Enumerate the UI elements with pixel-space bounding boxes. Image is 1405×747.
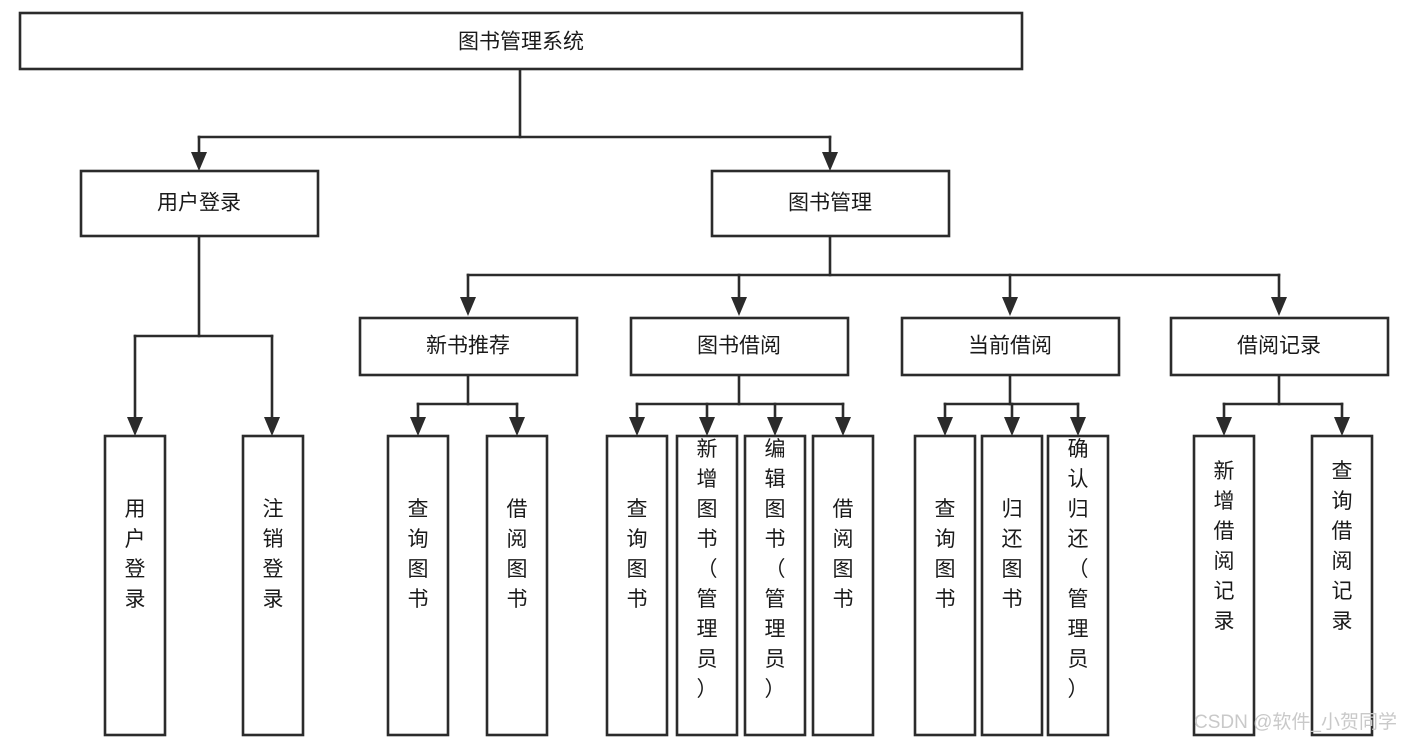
- node-leaf-logout[interactable]: 注销登录: [241, 434, 305, 737]
- node-new-book-recommend-box: [358, 316, 579, 377]
- node-leaf-box: [913, 434, 977, 737]
- node-leaf-add-book-admin[interactable]: 新增图书（管理员）: [675, 434, 739, 737]
- node-leaf-box: [241, 434, 305, 737]
- node-current-borrow-box: [900, 316, 1121, 377]
- arrow-head-icon: [731, 297, 747, 316]
- arrow-head-icon: [191, 152, 207, 171]
- node-leaf-label: 借阅图书: [507, 498, 528, 611]
- node-root-book-management-system[interactable]: 图书管理系统: [18, 11, 1024, 71]
- node-leaf-box: [386, 434, 450, 737]
- node-leaf-label: 归还图书: [1002, 498, 1023, 611]
- csdn-watermark: CSDN @软件_小贺同学: [1194, 711, 1397, 733]
- node-leaf-confirm-return-admin[interactable]: 确认归还（管理员）: [1046, 434, 1110, 737]
- node-leaf-query-book-borrow[interactable]: 查询图书: [605, 434, 669, 737]
- node-leaf-label: 查询图书: [408, 498, 429, 611]
- node-leaf-label: 查询借阅记录: [1332, 460, 1353, 633]
- node-leaf-box: [811, 434, 875, 737]
- arrow-head-icon: [937, 417, 953, 436]
- node-leaf-box: [485, 434, 549, 737]
- node-leaf-box: [980, 434, 1044, 737]
- node-leaf-label: 编辑图书（管理员）: [765, 438, 786, 701]
- node-new-book-recommend[interactable]: 新书推荐: [358, 316, 579, 377]
- node-new-book-recommend-label: 新书推荐: [426, 335, 510, 358]
- node-leaf-box: [1310, 434, 1374, 737]
- edges-layer: [127, 67, 1350, 436]
- node-book-borrow[interactable]: 图书借阅: [629, 316, 850, 377]
- node-leaf-edit-book-admin[interactable]: 编辑图书（管理员）: [743, 434, 807, 737]
- node-leaf-borrow-book[interactable]: 借阅图书: [811, 434, 875, 737]
- node-leaf-label: 新增图书（管理员）: [697, 438, 718, 701]
- node-current-borrow-label: 当前借阅: [968, 335, 1052, 358]
- node-borrow-record[interactable]: 借阅记录: [1169, 316, 1390, 377]
- node-leaf-add-borrow-record[interactable]: 新增借阅记录: [1192, 434, 1256, 737]
- arrow-head-icon: [509, 417, 525, 436]
- node-book-borrow-box: [629, 316, 850, 377]
- node-book-management[interactable]: 图书管理: [710, 169, 951, 238]
- node-leaf-label: 查询图书: [627, 498, 648, 611]
- node-borrow-record-box: [1169, 316, 1390, 377]
- arrow-head-icon: [1070, 417, 1086, 436]
- node-leaf-label: 注销登录: [263, 498, 284, 611]
- node-leaf-query-borrow-record[interactable]: 查询借阅记录: [1310, 434, 1374, 737]
- node-leaf-query-book-current[interactable]: 查询图书: [913, 434, 977, 737]
- arrow-head-icon: [1334, 417, 1350, 436]
- node-leaf-label: 用户登录: [125, 498, 146, 611]
- node-leaf-return-book[interactable]: 归还图书: [980, 434, 1044, 737]
- arrow-head-icon: [264, 417, 280, 436]
- node-leaf-query-book-recommend[interactable]: 查询图书: [386, 434, 450, 737]
- arrow-head-icon: [767, 417, 783, 436]
- arrow-head-icon: [1216, 417, 1232, 436]
- node-leaf-box: [1046, 434, 1110, 737]
- node-root-box: [18, 11, 1024, 71]
- node-leaf-box: [743, 434, 807, 737]
- arrow-head-icon: [127, 417, 143, 436]
- node-user-login-label: 用户登录: [157, 192, 241, 215]
- arrow-head-icon: [410, 417, 426, 436]
- node-root-label: 图书管理系统: [458, 31, 584, 54]
- node-leaf-label: 确认归还（管理员）: [1068, 438, 1089, 701]
- node-leaf-label: 查询图书: [935, 498, 956, 611]
- arrow-head-icon: [1002, 297, 1018, 316]
- arrow-head-icon: [822, 152, 838, 171]
- node-book-management-label: 图书管理: [788, 192, 872, 215]
- arrow-head-icon: [1004, 417, 1020, 436]
- node-current-borrow[interactable]: 当前借阅: [900, 316, 1121, 377]
- node-book-management-box: [710, 169, 951, 238]
- arrow-head-icon: [460, 297, 476, 316]
- node-leaf-box: [1192, 434, 1256, 737]
- node-user-login[interactable]: 用户登录: [79, 169, 320, 238]
- node-book-borrow-label: 图书借阅: [697, 335, 781, 358]
- node-leaf-label: 借阅图书: [833, 498, 854, 611]
- node-borrow-record-label: 借阅记录: [1237, 335, 1321, 358]
- arrow-head-icon: [835, 417, 851, 436]
- node-leaf-box: [605, 434, 669, 737]
- node-leaf-borrow-book-recommend[interactable]: 借阅图书: [485, 434, 549, 737]
- node-leaf-user-login[interactable]: 用户登录: [103, 434, 167, 737]
- arrow-head-icon: [699, 417, 715, 436]
- arrow-head-icon: [1271, 297, 1287, 316]
- node-leaf-box: [103, 434, 167, 737]
- node-user-login-box: [79, 169, 320, 238]
- arrow-head-icon: [629, 417, 645, 436]
- node-leaf-label: 新增借阅记录: [1214, 460, 1235, 633]
- node-leaf-box: [675, 434, 739, 737]
